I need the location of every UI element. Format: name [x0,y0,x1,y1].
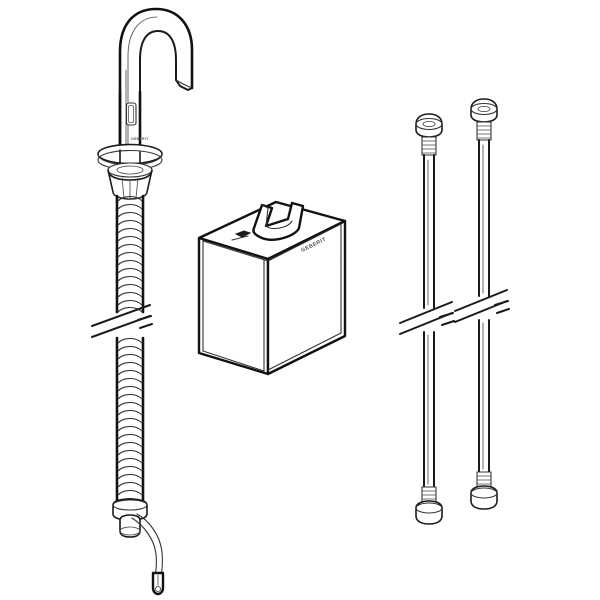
supply-left-ferrule [421,136,437,156]
supply-right-ferrule [476,121,492,141]
break-tick-supply-left-1 [439,312,454,318]
sensor-cable [131,513,165,596]
nut-rib-1 [121,177,125,199]
supply-left-top-nut [415,113,443,138]
break-marker-hose [91,304,153,338]
box-top-inner-edge [202,223,342,262]
spout-inner-contour [139,30,177,151]
supply-right-nut-bore [477,105,491,113]
break-line-supply-right-2 [454,289,508,312]
corrugated-hose [112,194,148,538]
cable-plug-pin [154,585,162,593]
cable-entry-clip [252,201,305,241]
control-box-right-face [266,219,347,376]
sensor-cable-strand-outer [136,513,163,578]
cable-clip-left-rib [261,204,269,227]
spout-outlet-underside [175,79,193,91]
tap-brand-label: GEBERIT [131,137,149,141]
sensor-cable-strand-inner [131,517,157,578]
supply-right-top-nut [470,98,498,123]
tap-assembly: GEBERIT [97,7,194,200]
cable-clip-inner-curve [265,220,293,230]
hose-end-nut-bottom [119,526,141,536]
break-tick-supply-right-1 [494,300,509,306]
mounting-flange-plate [97,143,163,165]
supply-hose-left [415,113,443,525]
break-tick-hose-2 [139,323,153,329]
hose-collar-top-edge [112,499,148,511]
lid-knockout [234,230,252,238]
break-marker-supply-right [454,289,510,323]
spout-outlet-edge [175,79,193,89]
supply-right-bottom-nut-face [470,487,498,499]
break-line-supply-left-2 [399,301,453,324]
spout-outer-contour [118,7,194,152]
lid-knockout-slot [231,235,249,241]
supply-left-bottom-nut-face [415,502,443,514]
flange-washer [107,162,153,178]
break-tick-supply-right-2 [496,308,510,314]
box-bottom-inner-edge-front [202,350,265,372]
box-bottom-inner-edge-right [267,332,342,371]
sensor-window-inner [128,105,134,123]
nut-bottom-edge [112,191,148,200]
break-tick-supply-left-2 [441,320,455,326]
supply-left-nut-top-face [415,117,443,131]
control-box: GEBERIT [197,200,347,376]
supply-right-nut-top-face [470,102,498,116]
break-tick-hose-1 [137,315,152,321]
supply-left-nut-bore [422,120,436,128]
hose-corrugations-upper [117,195,143,313]
spout-highlight [127,16,158,151]
break-line-hose-2 [91,304,151,327]
nut-rib-2 [135,177,139,199]
break-marker-supply-left [399,301,455,335]
flange-washer-bore [116,165,144,175]
supply-hose-right [470,98,498,510]
